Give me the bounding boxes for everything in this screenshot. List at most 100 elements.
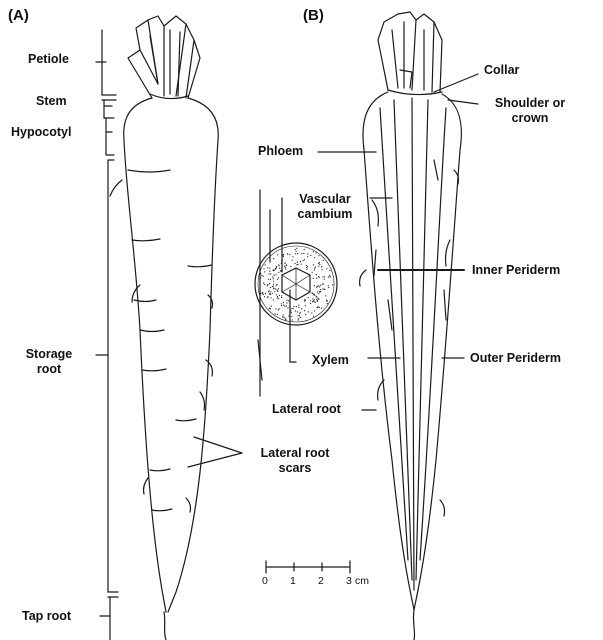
stipple-dot: [300, 263, 302, 265]
stipple-dot: [311, 271, 313, 273]
stipple-dot: [305, 313, 307, 315]
label-hypocotyl: Hypocotyl: [11, 125, 72, 139]
label-phloem: Phloem: [258, 144, 304, 158]
stipple-dot: [303, 252, 305, 255]
stipple-dot: [307, 297, 309, 299]
scale-tick-3: 3: [346, 575, 352, 587]
stipple-dot: [290, 310, 292, 312]
stipple-dot: [297, 318, 300, 320]
stipple-dot: [288, 315, 290, 317]
stipple-dot: [322, 276, 324, 278]
panel-label-b: (B): [303, 7, 324, 24]
stipple-dot: [268, 290, 270, 292]
stipple-dot: [326, 303, 328, 305]
stipple-dot: [286, 299, 288, 301]
stipple-dot: [324, 276, 326, 278]
stipple-dot: [263, 268, 265, 270]
stipple-dot: [272, 269, 274, 271]
stipple-dot: [291, 307, 293, 309]
label-petiole: Petiole: [28, 52, 69, 66]
stipple-dot: [267, 284, 269, 286]
stipple-dot: [277, 295, 279, 298]
label-vascular-cambium-line1: Vascular: [299, 192, 351, 206]
stipple-dot: [277, 290, 279, 292]
stipple-dot: [301, 252, 303, 254]
stipple-dot: [296, 247, 298, 249]
stipple-dot: [312, 293, 314, 295]
stipple-dot: [280, 304, 283, 307]
stipple-dot: [303, 259, 305, 261]
stipple-dot: [322, 259, 324, 262]
stipple-dot: [273, 274, 275, 276]
stipple-dot: [310, 300, 312, 302]
stipple-dot: [268, 273, 270, 275]
stipple-dot: [273, 258, 275, 260]
stipple-dot: [264, 283, 266, 286]
stipple-dot: [313, 293, 315, 295]
stipple-dot: [293, 305, 295, 307]
stipple-dot: [261, 274, 263, 276]
label-vascular-cambium: Vascular cambium: [290, 192, 360, 222]
stipple-dot: [274, 290, 276, 293]
stipple-dot: [323, 288, 325, 290]
stipple-dot: [268, 293, 270, 295]
stipple-dot: [269, 287, 271, 289]
stipple-dot: [310, 254, 312, 257]
stipple-dot: [312, 300, 314, 302]
stipple-dot: [294, 248, 296, 251]
stipple-dot: [318, 306, 320, 308]
stipple-dot: [291, 259, 293, 261]
stipple-dot: [277, 288, 280, 290]
label-lateral-root-scars-line1: Lateral root: [260, 446, 330, 460]
stipple-dot: [277, 278, 279, 280]
label-stem: Stem: [36, 94, 67, 108]
stipple-dot: [286, 253, 289, 255]
label-tap-root: Tap root: [22, 609, 72, 623]
stipple-dot: [281, 296, 283, 299]
stipple-dot: [294, 253, 297, 255]
stipple-dot: [279, 270, 282, 272]
stipple-dot: [329, 276, 331, 278]
stipple-dot: [314, 267, 316, 269]
stipple-dot: [284, 267, 286, 269]
stipple-dot: [294, 310, 296, 312]
stipple-dot: [276, 289, 278, 291]
stipple-dot: [326, 268, 328, 270]
stipple-dot: [299, 313, 301, 315]
stipple-dot: [311, 312, 313, 314]
stipple-dot: [280, 303, 282, 305]
stipple-dot: [278, 294, 281, 296]
stipple-dot: [299, 261, 302, 263]
label-lateral-root-scars: Lateral root scars: [250, 446, 340, 476]
stipple-dot: [329, 269, 331, 271]
scale-tick-1: 1: [290, 575, 296, 587]
stipple-dot: [284, 262, 286, 264]
stipple-dot: [307, 311, 309, 313]
label-storage-root-line1: Storage: [25, 347, 73, 361]
cross-section: [254, 242, 338, 326]
stipple-dot: [298, 306, 300, 308]
stipple-dot: [318, 262, 320, 264]
stipple-dot: [278, 298, 280, 300]
stipple-dot: [318, 291, 320, 293]
stipple-dot: [268, 307, 270, 309]
stipple-dot: [275, 274, 277, 276]
stipple-dot: [269, 283, 271, 285]
region-scale-bracket: [95, 29, 119, 640]
label-shoulder-line2: crown: [511, 111, 549, 125]
stipple-dot: [322, 288, 324, 290]
stipple-dot: [296, 261, 298, 263]
stipple-dot: [278, 277, 280, 279]
stipple-dot: [282, 255, 284, 258]
stipple-dot: [278, 264, 280, 266]
scale-unit: cm: [355, 575, 369, 587]
stipple-dot: [327, 285, 329, 287]
stipple-dot: [298, 304, 300, 306]
stipple-dot: [267, 267, 269, 269]
stipple-dot: [303, 249, 305, 251]
label-lateral-root-scars-line2: scars: [278, 461, 312, 475]
stipple-dot: [319, 286, 321, 288]
stipple-dot: [313, 315, 315, 317]
